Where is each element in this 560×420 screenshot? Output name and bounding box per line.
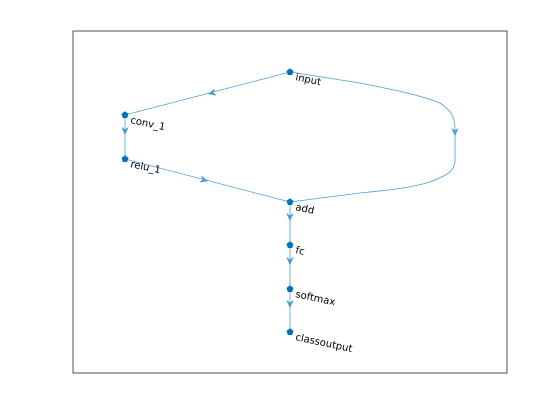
node-input: input [286,68,322,88]
edge-relu_1-to-add [124,158,291,203]
arrow-fc-to-softmax [286,257,294,266]
node-label: add [294,202,315,217]
node-marker [286,285,294,292]
node-marker [121,111,129,118]
arrow-add-to-fc [286,213,294,222]
node-marker [286,328,294,335]
arrow-input-to-add [451,128,459,137]
arrow-conv_1-to-relu_1 [121,127,129,136]
node-marker [286,198,294,205]
arrow-input-to-conv_1 [207,88,217,96]
node-label: input [294,72,322,88]
node-label: fc [294,245,305,258]
arrow-softmax-to-classoutput [286,300,294,309]
edge-input-to-add [289,71,456,203]
node-marker [121,155,129,162]
node-add: add [286,198,315,217]
arrow-relu_1-to-add [199,175,209,183]
node-marker [286,241,294,248]
node-marker [286,68,294,75]
edges-layer [121,71,459,332]
edge-input-to-conv_1 [124,71,291,116]
node-fc: fc [286,241,305,258]
